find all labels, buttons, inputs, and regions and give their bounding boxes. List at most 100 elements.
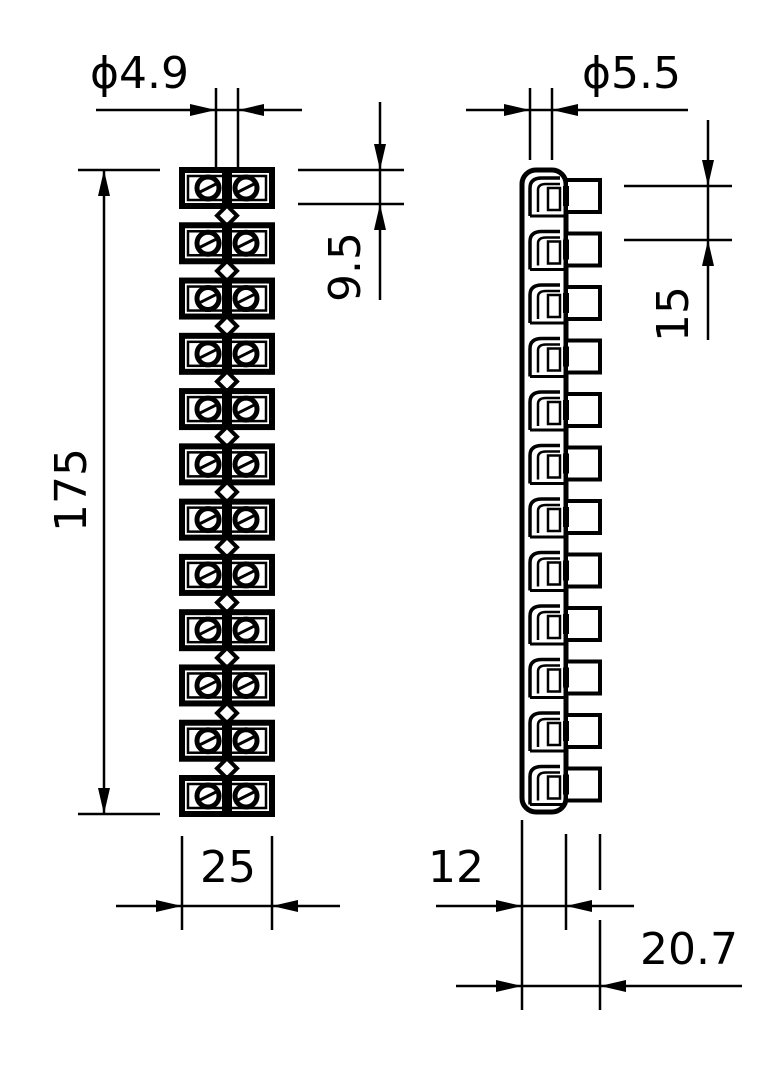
block-divider <box>222 780 232 812</box>
u-guide-inner <box>536 396 560 426</box>
clamp-plate <box>546 400 562 426</box>
front-terminal-block <box>179 388 275 431</box>
screw-slot <box>199 182 217 194</box>
screw-slot <box>199 680 217 691</box>
pitch-15-dimension: 15 <box>624 120 732 342</box>
wire-sleeve <box>564 499 602 535</box>
block-divider <box>222 448 232 481</box>
clamp-plate <box>546 614 562 640</box>
clamp-plate <box>546 507 562 533</box>
screw-slot <box>199 348 217 360</box>
block-divider <box>222 614 232 647</box>
block-divider <box>222 503 232 536</box>
u-guide <box>528 390 560 430</box>
u-guide-inner <box>536 450 560 480</box>
u-guide <box>528 711 560 751</box>
length-175-dimension: 175 <box>46 168 160 816</box>
side-terminal-blocks <box>528 176 602 806</box>
screw-slot <box>237 735 255 747</box>
side-terminal-block <box>528 711 602 753</box>
screw-slot <box>199 459 217 470</box>
screw-slot <box>237 624 255 636</box>
screw-slot <box>237 790 255 802</box>
clamp-plate <box>546 454 562 479</box>
side-terminal-block <box>528 550 602 592</box>
side-terminal-block <box>528 283 602 325</box>
side-body-outline <box>519 167 569 815</box>
screw-slot <box>237 680 255 691</box>
clamp-plate <box>546 186 562 212</box>
u-guide-inner <box>536 717 560 747</box>
side-diameter-label: ϕ5.5 <box>582 48 681 99</box>
side-terminal-block <box>528 604 602 646</box>
u-guide <box>528 764 560 805</box>
u-guide-inner <box>536 182 560 212</box>
screw-slot <box>199 237 217 249</box>
front-terminal-block <box>179 609 275 652</box>
block-divider <box>222 724 232 757</box>
block-divider <box>222 558 232 591</box>
front-terminal-blocks <box>179 167 275 817</box>
diameter-5.5-dimension: ϕ5.5 <box>466 48 688 160</box>
front-length-label: 175 <box>46 448 97 532</box>
screw-slot <box>237 403 255 415</box>
front-terminal-block <box>179 332 275 375</box>
side-terminal-block <box>528 764 602 806</box>
clamp-plate <box>546 347 562 372</box>
block-divider <box>222 282 232 315</box>
side-terminal-block <box>528 176 602 218</box>
u-guide <box>528 283 560 323</box>
wire-sleeve <box>564 178 602 214</box>
depth-12-dimension: 12 <box>428 820 634 1010</box>
u-guide <box>528 550 560 591</box>
depth-20.7-dimension: 20.7 <box>456 834 742 1010</box>
wire-sleeve <box>564 713 602 749</box>
front-terminal-block <box>179 719 275 762</box>
front-terminal-block <box>179 277 275 320</box>
block-divider <box>222 669 232 702</box>
wire-sleeve <box>564 445 602 482</box>
pitch-9.5-dimension: 9.5 <box>298 102 404 302</box>
screw-slot <box>237 237 255 249</box>
front-diameter-label: ϕ4.9 <box>90 48 189 99</box>
clamp-plate <box>546 561 562 586</box>
side-terminal-block <box>528 497 602 539</box>
width-25-dimension: 25 <box>116 836 340 930</box>
clamp-plate <box>546 668 562 693</box>
u-guide-inner <box>536 610 560 640</box>
front-view: ϕ4.9 9.5 175 25 <box>46 48 404 930</box>
clamp-plate <box>546 240 562 265</box>
front-terminal-block <box>179 443 275 486</box>
front-terminal-block <box>179 775 275 817</box>
u-guide-inner <box>536 289 560 319</box>
side-terminal-block <box>528 443 602 485</box>
wire-sleeve <box>564 766 602 803</box>
wire-sleeve <box>564 392 602 428</box>
u-guide-inner <box>536 664 560 694</box>
front-terminal-block <box>179 664 275 707</box>
u-guide <box>528 336 560 377</box>
wire-sleeve <box>564 231 602 268</box>
screw-slot <box>237 182 255 194</box>
u-guide-inner <box>536 343 560 373</box>
block-divider <box>222 393 232 426</box>
front-width-label: 25 <box>200 842 256 893</box>
clamp-plate <box>546 293 562 319</box>
side-terminal-block <box>528 390 602 432</box>
side-terminal-block <box>528 336 602 378</box>
side-depth-body-label: 12 <box>428 842 484 893</box>
u-guide-inner <box>536 771 560 801</box>
front-terminal-block <box>179 222 275 265</box>
diameter-4.9-dimension: ϕ4.9 <box>90 48 302 170</box>
block-divider <box>222 172 232 204</box>
u-guide <box>528 604 560 644</box>
screw-slot <box>199 790 217 802</box>
front-terminal-block <box>179 498 275 541</box>
side-depth-total-label: 20.7 <box>640 924 738 975</box>
clamp-plate <box>546 721 562 747</box>
front-terminal-block <box>179 553 275 596</box>
screw-slot <box>237 459 255 470</box>
side-view: ϕ5.5 15 12 20.7 <box>428 48 742 1010</box>
screw-slot <box>199 569 217 581</box>
wire-sleeve <box>564 606 602 642</box>
